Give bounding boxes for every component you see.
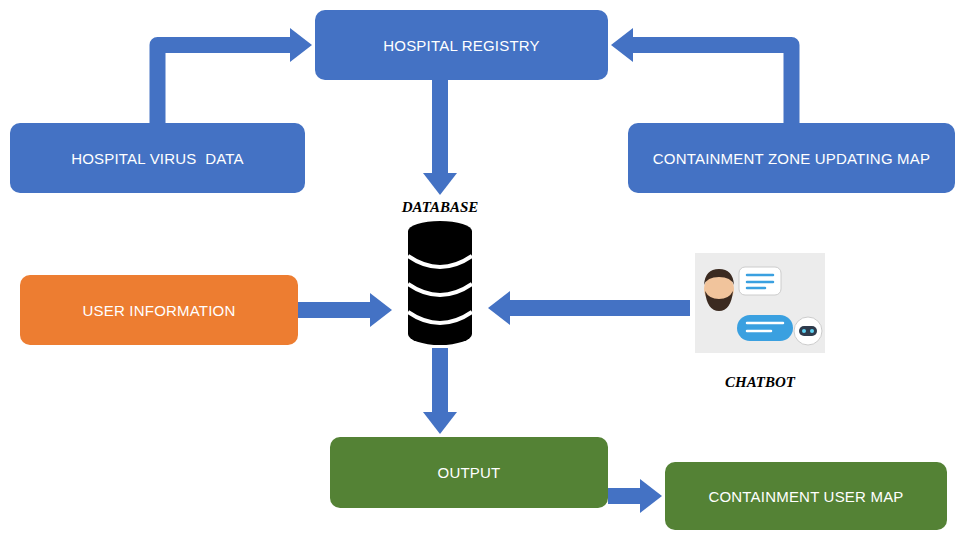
box-label: HOSPITAL VIRUS DATA	[71, 150, 244, 167]
flow-arrow	[158, 45, 291, 123]
flow-arrow	[298, 302, 370, 318]
chatbot-illustration	[695, 253, 825, 353]
output-box: OUTPUT	[330, 437, 608, 508]
input-box: USER INFORMATION	[20, 275, 298, 345]
box-label: CONTAINMENT USER MAP	[708, 488, 903, 505]
flow-arrow	[510, 300, 690, 316]
icon-label: DATABASE	[402, 198, 479, 216]
box-label: HOSPITAL REGISTRY	[383, 37, 540, 54]
flow-arrow	[633, 45, 792, 123]
flow-arrow	[608, 488, 640, 504]
database-symbol	[407, 220, 473, 346]
database-cylinder: DATABASE	[395, 198, 485, 348]
process-box: CONTAINMENT ZONE UPDATING MAP	[628, 123, 955, 193]
chatbot-icon: CHATBOT	[690, 253, 830, 398]
icon-label: CHATBOT	[725, 373, 795, 391]
process-box: HOSPITAL VIRUS DATA	[10, 123, 305, 193]
box-label: USER INFORMATION	[83, 302, 236, 319]
flow-arrow	[432, 80, 448, 173]
process-box: HOSPITAL REGISTRY	[315, 10, 608, 80]
box-label: CONTAINMENT ZONE UPDATING MAP	[653, 150, 930, 167]
output-box: CONTAINMENT USER MAP	[665, 462, 947, 530]
flow-arrow	[432, 348, 448, 412]
box-label: OUTPUT	[438, 464, 501, 481]
